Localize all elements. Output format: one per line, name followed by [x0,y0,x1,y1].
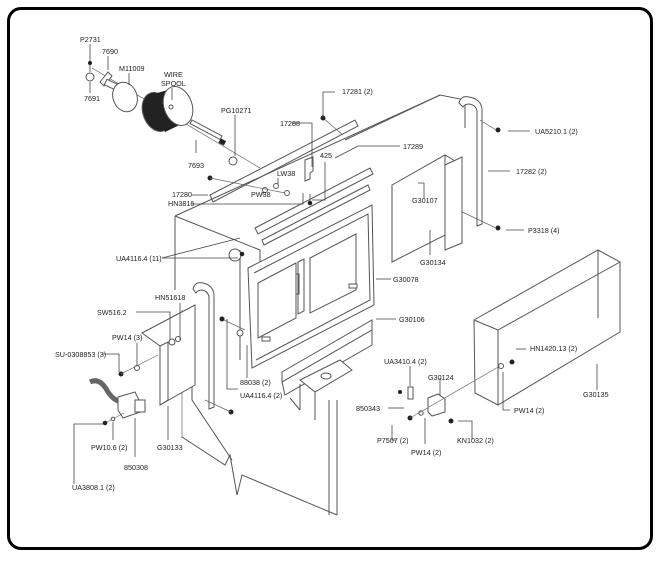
label-pw14-3: PW14 (3) [112,333,142,342]
label-17280: 17280 [172,190,192,199]
part-labels: P2731 7690 M11009 WIRE SPOOL 7691 7693 P… [55,35,609,492]
bracket-17288 [304,156,314,182]
label-7690: 7690 [102,47,118,56]
label-pw38: PW38 [251,190,271,199]
spool-assembly [85,60,261,169]
label-pw14-bottom: PW14 (2) [411,448,441,457]
label-p2731: P2731 [80,35,101,44]
label-sw516: SW516.2 [97,308,127,317]
screw-p2731 [88,61,92,65]
label-g30078: G30078 [393,275,419,284]
label-hn1420: HN1420.13 (2) [530,344,577,353]
label-pw14-right: PW14 (2) [514,406,544,415]
label-g30134: G30134 [420,258,446,267]
label-pw10: PW10.6 (2) [91,443,127,452]
label-hn3816: HN3816 [168,199,194,208]
screw-ua5210 [495,127,501,133]
label-p7507: P7507 (2) [377,436,409,445]
wire-spool [141,86,194,132]
nut-hn51618 [168,338,176,346]
label-17282: 17282 (2) [516,167,547,176]
front-frame-g30078 [247,204,375,369]
hub-7690 [99,71,113,87]
label-17289: 17289 [403,142,423,151]
label-g30135: G30135 [583,390,609,399]
label-g30107: G30107 [412,196,438,205]
handle-left [192,282,215,410]
top-rails [174,94,466,246]
washer-pg10271 [228,156,238,166]
side-panel-g30107 [391,154,463,263]
main-housing [174,204,375,516]
washer-pw14 [134,365,140,371]
label-88038: 88038 (2) [240,378,271,387]
label-g30124: G30124 [428,373,454,382]
knob-plate [228,248,242,262]
label-m11009: M11009 [119,64,144,73]
label-kn1032: KN1032 (2) [457,436,494,445]
label-su0308853: SU-0308853 (3) [55,350,106,359]
nut-hn1420 [509,359,515,365]
washer-7691 [85,72,95,82]
cable-clamp-850308 [88,378,146,426]
label-wire-spool-2: SPOOL [161,79,186,88]
latch-assembly [398,365,501,424]
label-850308: 850308 [124,463,148,472]
screw-425 [307,200,313,206]
bracket-g30124 [427,393,446,417]
clip-88038 [236,329,244,337]
label-pg10271: PG10271 [221,106,251,115]
label-7691: 7691 [84,94,100,103]
label-7693: 7693 [188,161,204,170]
label-lw38: LW38 [277,169,295,178]
left-bracket-g30133 [118,282,234,415]
right-cover-g30135 [473,249,621,406]
label-wire-spool-1: WIRE [164,70,183,79]
rail-17280 [209,119,359,203]
label-17288: 17288 [280,119,300,128]
label-17281: 17281 (2) [342,87,373,96]
label-ua5210: UA5210.1 (2) [535,127,578,136]
label-hn51618: HN51618 [155,293,185,302]
leader-lines [73,44,598,484]
label-ua4116-11: UA4116.4 (11) [116,254,162,263]
label-ua3410: UA3410.4 (2) [384,357,427,366]
latch-850343 [407,386,414,400]
label-ua3808: UA3808.1 (2) [72,483,115,492]
shaft-7693 [189,119,223,141]
handle-17282 [457,96,501,231]
lockwasher-lw38 [273,183,279,189]
rail-17289 [254,167,374,235]
label-425: 425 [320,151,332,160]
label-ua4116-2: UA4116.4 (2) [240,391,282,400]
label-850343: 850343 [356,404,380,413]
label-g30106: G30106 [399,315,425,324]
disc-m11009 [112,81,138,113]
washer-pw14-right [498,363,504,369]
label-p3318: P3318 (4) [528,226,560,235]
screw-p3318 [495,225,501,231]
nut-kn1032 [448,418,454,424]
label-g30133: G30133 [157,443,183,452]
